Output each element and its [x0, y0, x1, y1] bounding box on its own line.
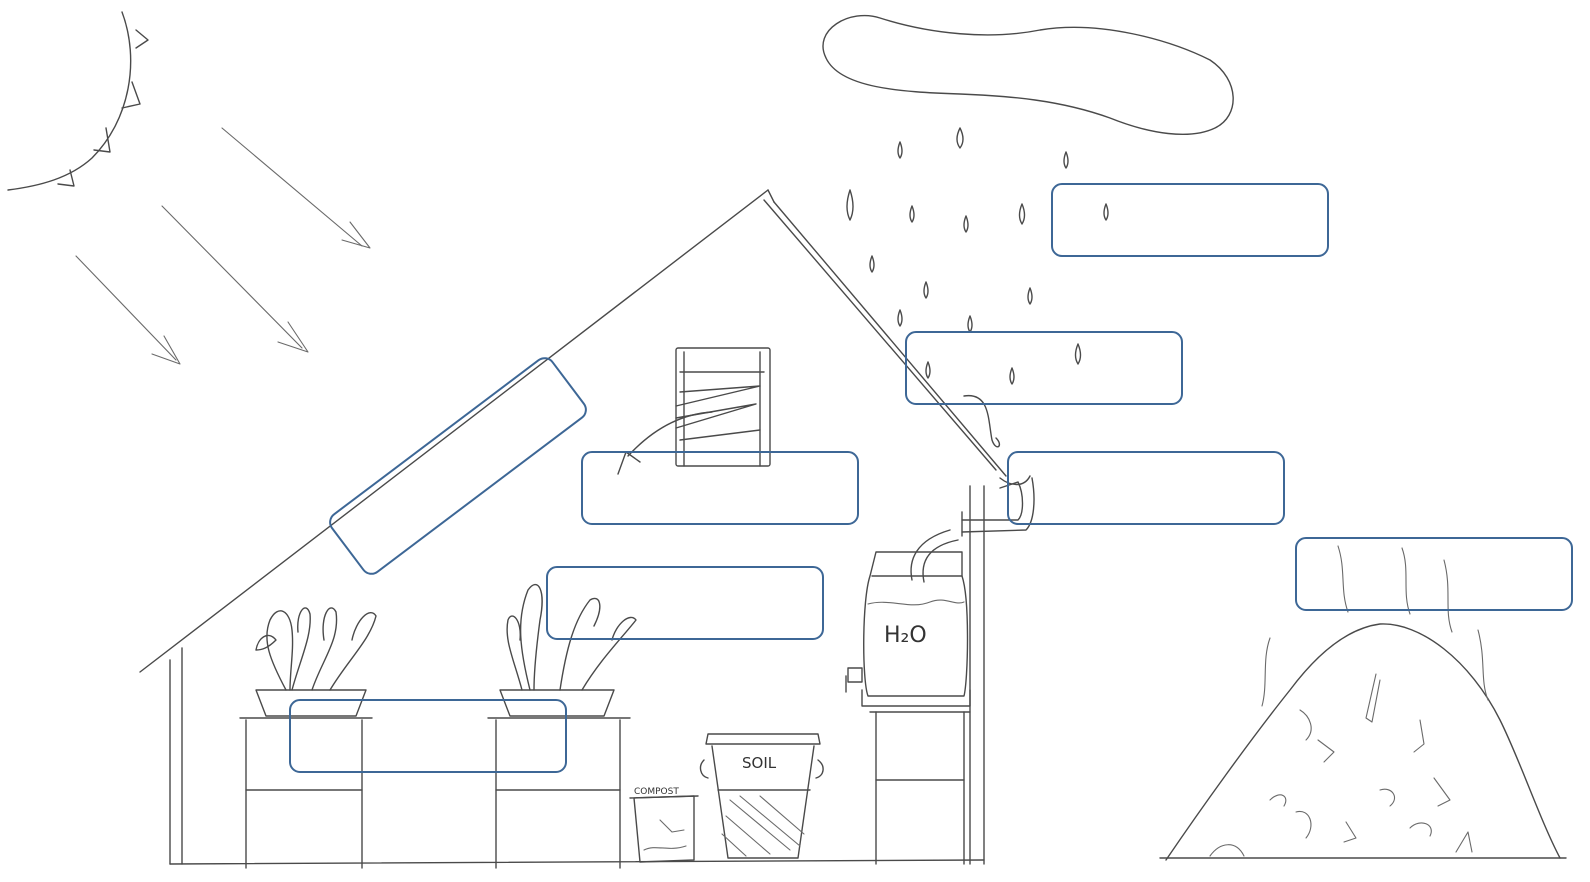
downspout-box[interactable]: [1008, 452, 1284, 524]
tank-stand: [870, 712, 970, 864]
heat-box[interactable]: [1296, 538, 1572, 610]
soil-bin-label: SOIL: [742, 754, 777, 772]
bench-box[interactable]: [290, 700, 566, 772]
soil-bin: SOIL: [701, 734, 824, 858]
roof-panel-box[interactable]: [326, 354, 590, 578]
compost-bin-label: COMPOST: [634, 787, 679, 797]
water-tank: H₂O: [846, 552, 970, 706]
rain-box[interactable]: [1052, 184, 1328, 256]
vent-box[interactable]: [582, 452, 858, 524]
sunlight-arrows: [76, 128, 370, 364]
cloud-icon: [823, 16, 1233, 135]
gutter-box[interactable]: [906, 332, 1182, 404]
water-tank-label: H₂O: [884, 623, 927, 648]
compost-bin: COMPOST: [630, 787, 698, 862]
sun-icon: [8, 12, 148, 190]
plant-box[interactable]: [547, 567, 823, 639]
